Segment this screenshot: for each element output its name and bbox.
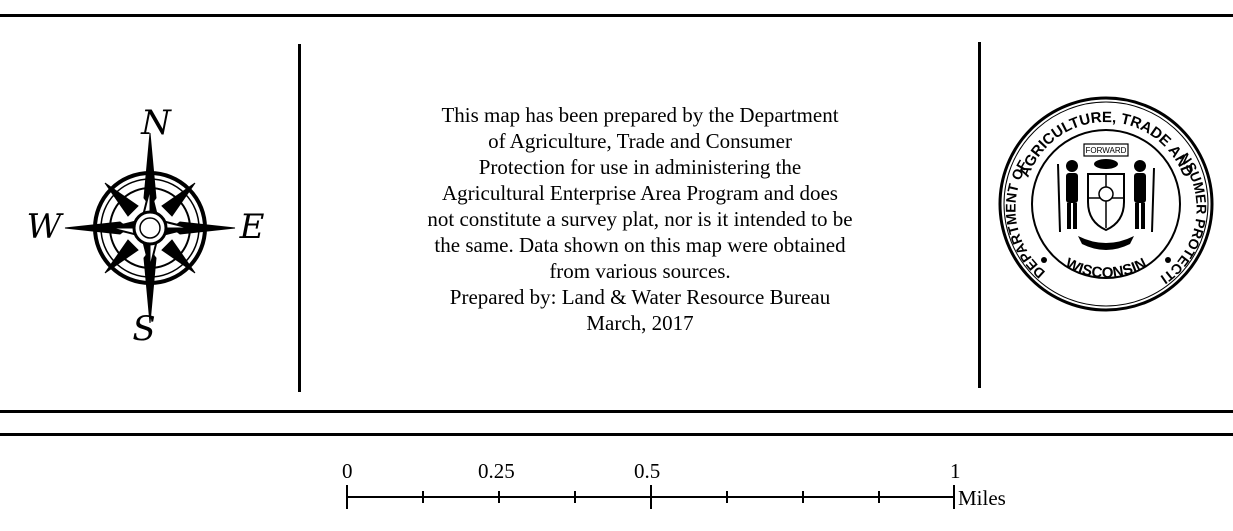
disclaimer-line: This map has been prepared by the Depart… (441, 103, 839, 127)
middle-border-line (0, 410, 1233, 413)
scale-label-0: 0 (342, 459, 353, 483)
scale-label-1: 1 (950, 459, 961, 483)
seal-bottom-text: WISCONSIN (1063, 255, 1150, 282)
right-divider (978, 42, 981, 388)
top-border-line (0, 14, 1233, 17)
disclaimer-line: Agricultural Enterprise Area Program and… (442, 181, 838, 205)
scale-border-line (0, 433, 1233, 436)
prepared-by-line: Prepared by: Land & Water Resource Burea… (449, 285, 831, 309)
scale-label-0-25: 0.25 (478, 459, 515, 483)
compass-west-label: W (27, 207, 65, 247)
scale-bar-graphic (346, 485, 955, 509)
disclaimer-line: the same. Data shown on this map were ob… (434, 233, 846, 257)
seal-motto: FORWARD (1086, 146, 1127, 155)
scale-bar: 0 0.25 0.5 1 Miles (320, 455, 1040, 525)
compass-north-label: N (140, 108, 172, 143)
seal-left-text: DEPARTMENT OF (1002, 157, 1047, 282)
scale-unit-label: Miles (958, 486, 1006, 510)
svg-text:DEPARTMENT OF: DEPARTMENT OF (1002, 157, 1047, 282)
disclaimer-line: of Agriculture, Trade and Consumer (488, 129, 792, 153)
compass-east-label: E (239, 207, 265, 247)
wisconsin-state-seal-icon: AGRICULTURE, TRADE AND DEPARTMENT OF CON… (996, 94, 1214, 312)
left-divider (298, 44, 301, 392)
disclaimer-line: Protection for use in administering the (478, 155, 802, 179)
disclaimer-line: not constitute a survey plat, nor is it … (427, 207, 853, 231)
scale-label-0-5: 0.5 (634, 459, 661, 483)
map-disclaimer: This map has been prepared by the Depart… (320, 102, 960, 336)
compass-south-label: S (132, 309, 155, 348)
disclaimer-line: from various sources. (549, 259, 731, 283)
date-line: March, 2017 (586, 311, 694, 335)
compass-rose-icon: N S W E (27, 108, 265, 348)
svg-text:WISCONSIN: WISCONSIN (1063, 255, 1150, 282)
